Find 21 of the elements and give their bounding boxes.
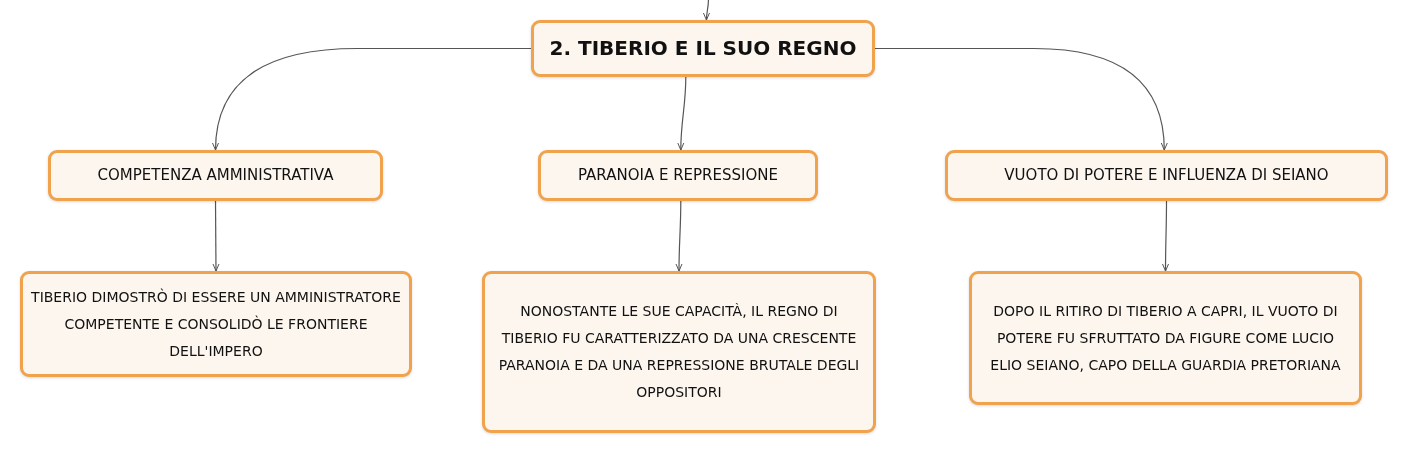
node-label: NONOSTANTE LE SUE CAPACITÀ, IL REGNO DI TIBERIO FU CARATTERIZZATO DA UNA CRESCENTE PARANOIA E DA UNA REPRESSIONE BRUTALE DEGLI OPPOSITORI (497, 302, 861, 402)
node-label: COMPETENZA AMMINISTRATIVA (97, 165, 334, 186)
description-box (482, 271, 876, 433)
node-label: DOPO IL RITIRO DI TIBERIO A CAPRI, IL VUOTO DI POTERE FU SFRUTTATO DA FIGURE COME LUCIO ELIO SEIANO, CAPO DELLA GUARDIA PRETORIANA (989, 301, 1342, 375)
connector-arrow (677, 76, 687, 151)
topic-box (945, 150, 1388, 201)
connector-arrow (874, 47, 1168, 151)
connector-arrow (1162, 200, 1169, 272)
topic-box (48, 150, 383, 201)
description-box (20, 271, 412, 377)
connector-arrow (675, 200, 683, 272)
topic-box (538, 150, 818, 201)
node-label: 2. TIBERIO E IL SUO REGNO (549, 35, 857, 62)
description-box (969, 271, 1362, 405)
connector-arrow (703, 0, 711, 21)
connector-arrow (212, 47, 532, 151)
node-label: VUOTO DI POTERE E INFLUENZA DI SEIANO (1004, 165, 1329, 186)
connector-arrow (212, 200, 220, 272)
node-label: TIBERIO DIMOSTRÒ DI ESSERE UN AMMINISTRATORE COMPETENTE E CONSOLIDÒ LE FRONTIERE DELL'IMPERO (31, 287, 401, 361)
title-box (531, 20, 875, 77)
node-label: PARANOIA E REPRESSIONE (578, 165, 778, 186)
